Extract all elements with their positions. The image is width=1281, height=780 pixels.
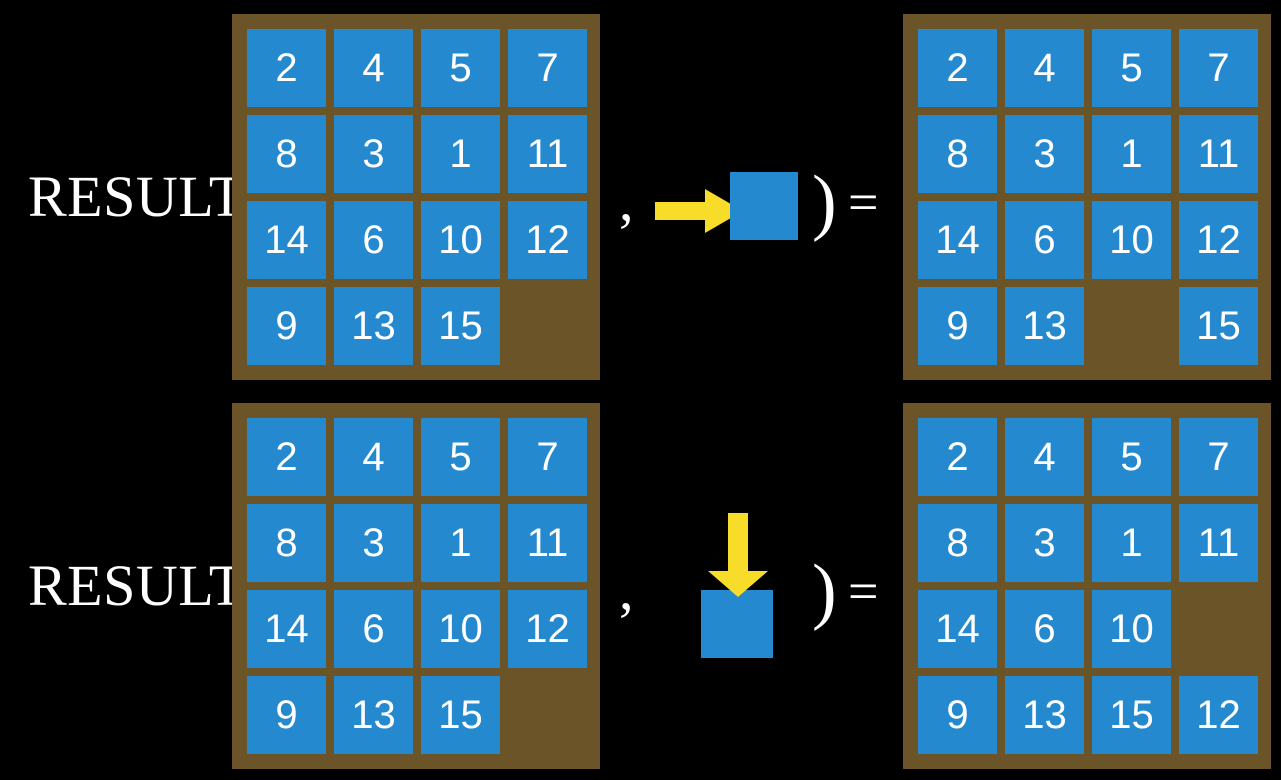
tile[interactable]: 1 xyxy=(1092,504,1171,582)
tile[interactable]: 14 xyxy=(247,590,326,668)
tile[interactable]: 9 xyxy=(918,287,997,365)
tile[interactable]: 12 xyxy=(508,590,587,668)
tile[interactable]: 10 xyxy=(1092,590,1171,668)
empty-slot xyxy=(1092,287,1171,365)
tile[interactable]: 7 xyxy=(508,418,587,496)
tile[interactable]: 6 xyxy=(334,590,413,668)
tile[interactable]: 13 xyxy=(1005,287,1084,365)
tile[interactable]: 12 xyxy=(508,201,587,279)
tile[interactable]: 3 xyxy=(334,504,413,582)
tile[interactable]: 4 xyxy=(1005,29,1084,107)
tile[interactable]: 6 xyxy=(1005,201,1084,279)
tile[interactable]: 11 xyxy=(1179,115,1258,193)
tile[interactable]: 7 xyxy=(508,29,587,107)
tile[interactable]: 9 xyxy=(247,287,326,365)
input-board-bottom: 2 4 5 7 8 3 1 11 14 6 10 12 9 13 15 xyxy=(232,403,600,769)
tile[interactable]: 15 xyxy=(1179,287,1258,365)
tile[interactable]: 9 xyxy=(247,676,326,754)
comma-separator-top: , xyxy=(619,168,634,233)
close-paren-bottom: ) xyxy=(812,550,837,632)
tile[interactable]: 5 xyxy=(1092,418,1171,496)
tile[interactable]: 10 xyxy=(1092,201,1171,279)
tile[interactable]: 3 xyxy=(1005,115,1084,193)
tile[interactable]: 10 xyxy=(421,201,500,279)
tile[interactable]: 13 xyxy=(1005,676,1084,754)
tile[interactable]: 13 xyxy=(334,287,413,365)
tile[interactable]: 5 xyxy=(421,418,500,496)
tile[interactable]: 8 xyxy=(918,504,997,582)
tile[interactable]: 11 xyxy=(1179,504,1258,582)
tile[interactable]: 15 xyxy=(421,676,500,754)
comma-separator-bottom: , xyxy=(619,557,634,622)
tile[interactable]: 1 xyxy=(1092,115,1171,193)
tile[interactable]: 11 xyxy=(508,504,587,582)
tile[interactable]: 15 xyxy=(1092,676,1171,754)
tile[interactable]: 14 xyxy=(918,590,997,668)
tile[interactable]: 1 xyxy=(421,115,500,193)
empty-slot xyxy=(508,676,587,754)
result-label-top: RESULT( xyxy=(28,164,265,229)
tile[interactable]: 3 xyxy=(1005,504,1084,582)
tile[interactable]: 14 xyxy=(247,201,326,279)
move-tile-bottom xyxy=(701,590,773,658)
equals-sign-top: = xyxy=(848,172,879,232)
input-board-top: 2 4 5 7 8 3 1 11 14 6 10 12 9 13 15 xyxy=(232,14,600,380)
tile[interactable]: 2 xyxy=(918,418,997,496)
tile[interactable]: 7 xyxy=(1179,418,1258,496)
empty-slot xyxy=(508,287,587,365)
tile[interactable]: 6 xyxy=(1005,590,1084,668)
tile[interactable]: 3 xyxy=(334,115,413,193)
tile[interactable]: 4 xyxy=(1005,418,1084,496)
tile[interactable]: 15 xyxy=(421,287,500,365)
tile[interactable]: 14 xyxy=(918,201,997,279)
output-board-top: 2 4 5 7 8 3 1 11 14 6 10 12 9 13 15 xyxy=(903,14,1271,380)
tile[interactable]: 9 xyxy=(918,676,997,754)
tile[interactable]: 4 xyxy=(334,29,413,107)
tile[interactable]: 8 xyxy=(247,115,326,193)
result-label-bottom: RESULT( xyxy=(28,553,265,618)
output-board-bottom: 2 4 5 7 8 3 1 11 14 6 10 9 13 15 12 xyxy=(903,403,1271,769)
tile[interactable]: 2 xyxy=(247,29,326,107)
move-tile-top xyxy=(730,172,798,240)
equals-sign-bottom: = xyxy=(848,561,879,621)
tile[interactable]: 6 xyxy=(334,201,413,279)
empty-slot xyxy=(1179,590,1258,668)
tile[interactable]: 5 xyxy=(1092,29,1171,107)
arrow-right-icon xyxy=(655,189,743,233)
tile[interactable]: 13 xyxy=(334,676,413,754)
tile[interactable]: 4 xyxy=(334,418,413,496)
tile[interactable]: 12 xyxy=(1179,676,1258,754)
tile[interactable]: 10 xyxy=(421,590,500,668)
close-paren-top: ) xyxy=(812,161,837,243)
tile[interactable]: 1 xyxy=(421,504,500,582)
tile[interactable]: 8 xyxy=(247,504,326,582)
tile[interactable]: 12 xyxy=(1179,201,1258,279)
tile[interactable]: 5 xyxy=(421,29,500,107)
arrow-down-icon xyxy=(708,513,768,597)
tile[interactable]: 8 xyxy=(918,115,997,193)
tile[interactable]: 2 xyxy=(247,418,326,496)
tile[interactable]: 2 xyxy=(918,29,997,107)
tile[interactable]: 11 xyxy=(508,115,587,193)
tile[interactable]: 7 xyxy=(1179,29,1258,107)
